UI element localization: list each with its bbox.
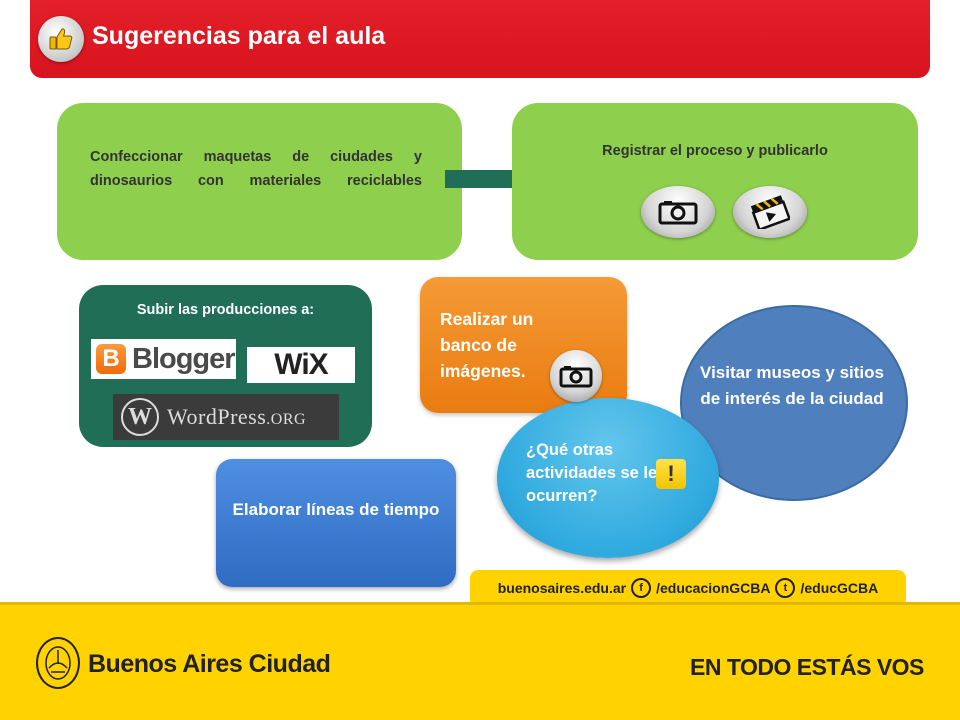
camera-icon <box>641 186 715 238</box>
realizar-text: Realizar un banco de imágenes. <box>440 309 534 381</box>
blogger-logo[interactable]: B Blogger <box>91 339 236 379</box>
thumbs-up-icon <box>38 16 84 62</box>
footer-bar <box>0 605 960 720</box>
camera-icon <box>550 350 602 402</box>
wix-logo[interactable]: WiX <box>247 347 355 383</box>
wordpress-wordmark: WordPress.ORG <box>167 404 307 429</box>
maquetas-card <box>57 103 462 260</box>
twitter-link[interactable]: /educGCBA <box>800 580 879 596</box>
wix-wordmark: WiX <box>274 348 328 381</box>
otras-text: ¿Qué otras actividades se les ocurren? <box>526 441 667 505</box>
blogger-wordmark: Blogger <box>132 342 236 375</box>
subir-text: Subir las producciones a: <box>136 302 315 318</box>
twitter-icon: t <box>775 578 796 598</box>
footer-links: buenosaires.edu.ar f /educacionGCBA t /e… <box>470 578 906 598</box>
registrar-text: Registrar el proceso y publicarlo <box>602 143 828 159</box>
elaborar-text: Elaborar líneas de tiempo <box>232 500 440 519</box>
header-bar <box>30 0 930 78</box>
maquetas-text: Confeccionar maquetas de ciudades y dino… <box>90 149 422 189</box>
footer-divider <box>0 602 960 605</box>
facebook-link[interactable]: /educacionGCBA <box>656 580 771 596</box>
registrar-card <box>512 103 918 260</box>
facebook-icon: f <box>631 578 652 598</box>
wordpress-icon: W <box>121 398 159 436</box>
site-link[interactable]: buenosaires.edu.ar <box>497 580 627 596</box>
visitar-text: Visitar museos y sitios de interés de la… <box>700 363 884 408</box>
exclamation-icon: ! <box>656 459 686 489</box>
footer-links-tab <box>470 570 906 604</box>
clapperboard-icon <box>733 186 807 238</box>
blogger-icon: B <box>96 344 126 374</box>
city-name: Buenos Aires Ciudad <box>88 650 331 678</box>
elaborar-card <box>216 459 456 587</box>
city-seal-icon <box>36 637 80 689</box>
slogan: EN TODO ESTÁS VOS <box>690 654 924 680</box>
wordpress-logo[interactable]: W WordPress.ORG <box>113 394 339 440</box>
page-title: Sugerencias para el aula <box>92 22 386 50</box>
